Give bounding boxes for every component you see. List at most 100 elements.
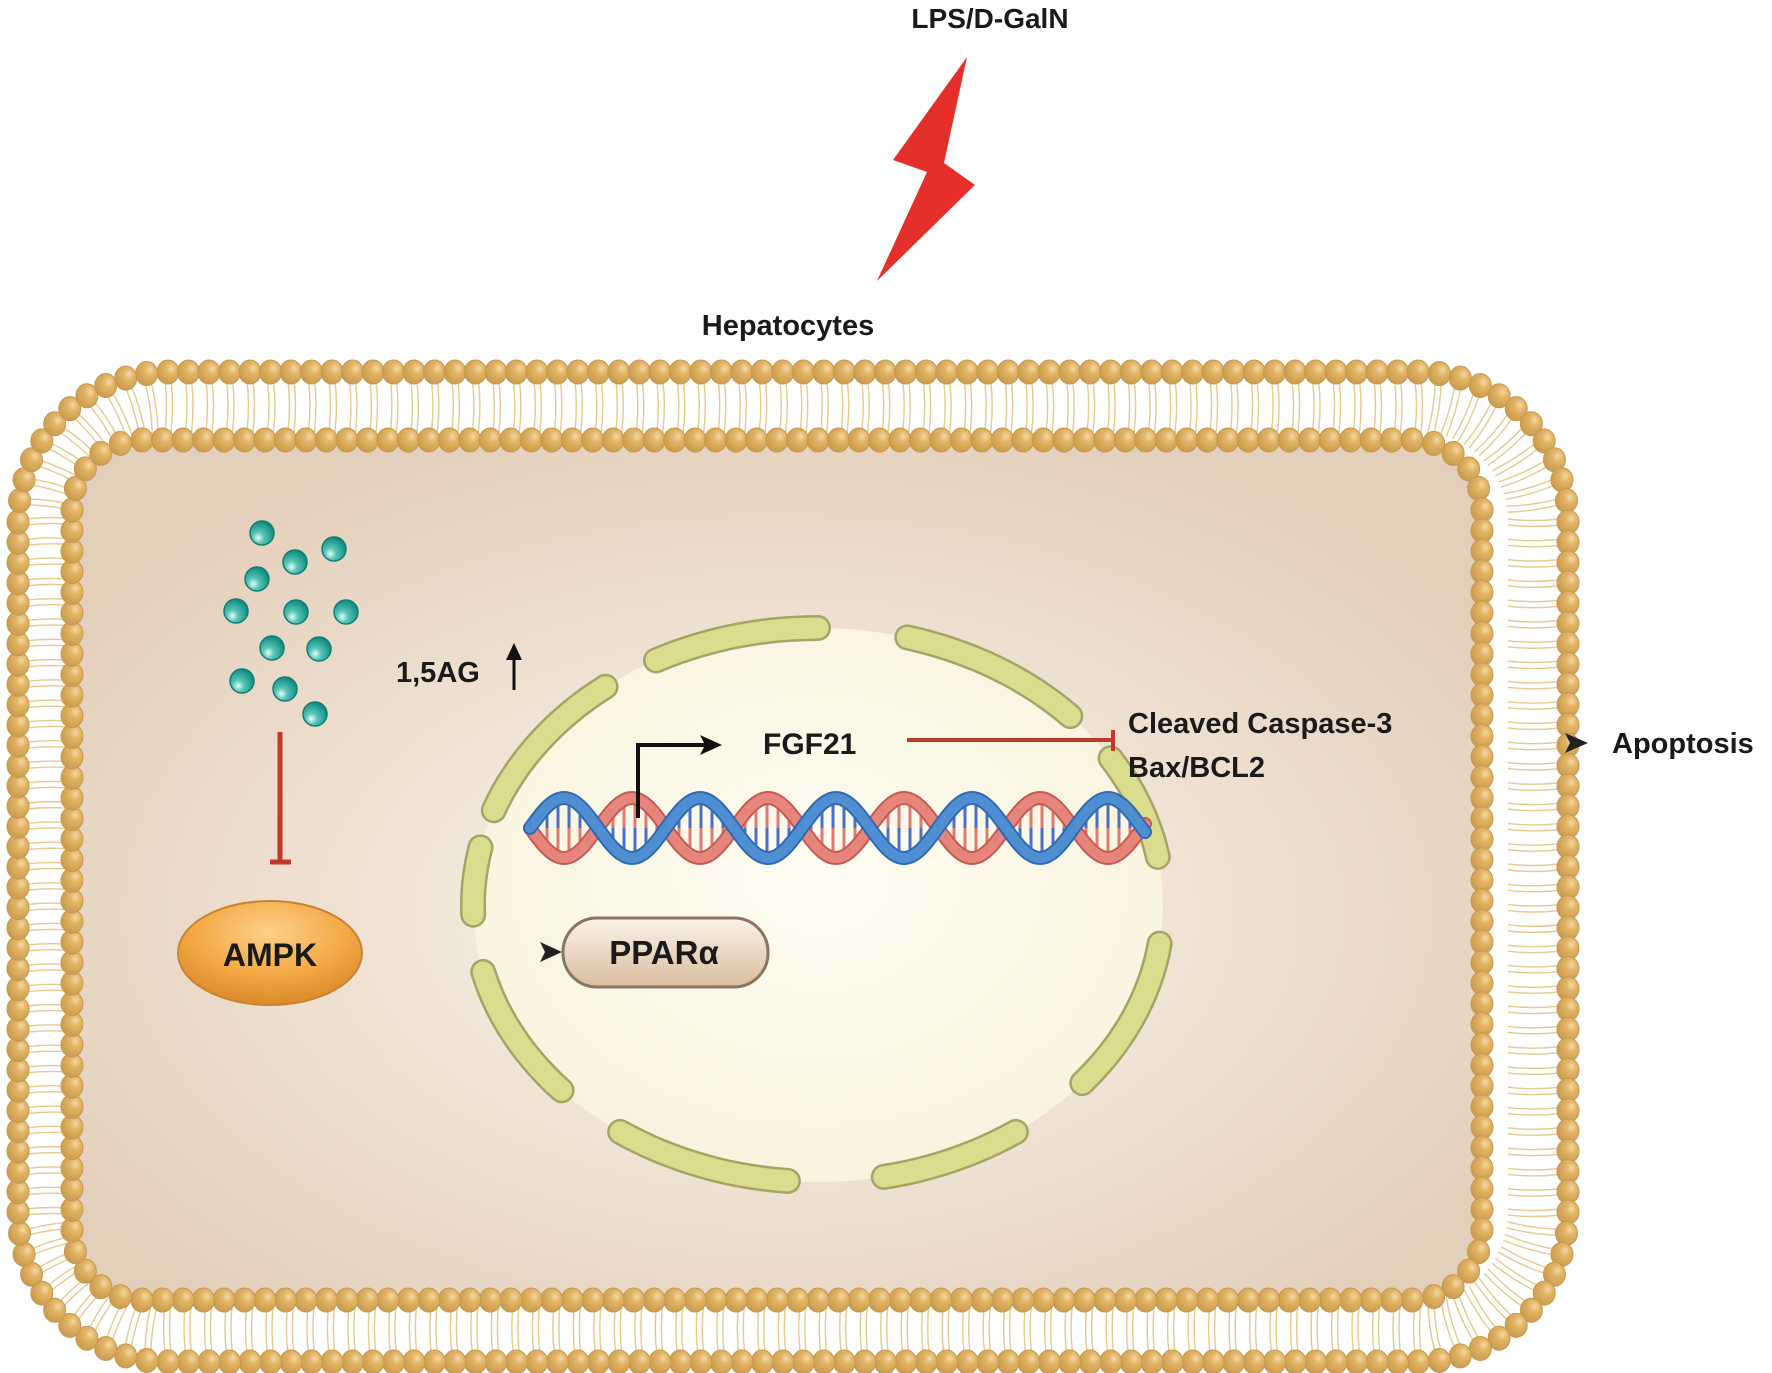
lipid-molecule [30,428,95,477]
lipid-molecule [976,1301,1000,1373]
lipid-head [1134,1287,1158,1313]
lipid-molecule [156,359,180,433]
lipid-molecule [299,359,323,433]
lipid-molecule [648,359,672,433]
lipid-head [1339,1287,1363,1313]
lipid-molecule [1201,359,1225,433]
caspase-label[interactable]: Cleaved Caspase-3 [1128,708,1392,740]
lipid-molecule [955,1301,979,1373]
lipid-molecule [1406,359,1430,433]
lipid-molecule [361,359,385,433]
lipid-molecule [1507,1138,1580,1164]
lipid-head [949,427,973,453]
ampk-node[interactable]: AMPK [177,900,363,1006]
lipid-molecule [258,1301,282,1373]
lipid-molecule [1507,955,1580,981]
lipid-molecule [1058,1301,1082,1373]
fgf21-label[interactable]: FGF21 [763,728,856,761]
nuclear-envelope-segment-fill [483,676,617,821]
lightning-bolt-icon [877,57,975,281]
ampk-label: AMPK [223,937,317,973]
lipid-head [1113,1287,1137,1313]
lipid-head [150,427,174,453]
lipid-molecule [1324,1301,1348,1373]
lipid-head [396,427,420,453]
lipid-molecule [1037,1301,1061,1373]
lipid-head [253,427,277,453]
lipid-head [1134,427,1158,453]
lipid-head [1359,427,1383,453]
lipid-molecule [1406,1301,1430,1373]
lipid-molecule [238,1301,262,1373]
bax-bcl2-label[interactable]: Bax/BCL2 [1128,752,1265,784]
lipid-head [1318,1287,1342,1313]
lipid-head [273,1287,297,1313]
lipid-molecule [750,359,774,433]
lipid-molecule [627,1301,651,1373]
lipid-molecule [545,359,569,433]
lipid-molecule [1474,1277,1528,1338]
lipid-molecule [566,359,590,433]
molecule-sphere [249,520,275,546]
lipid-head [826,427,850,453]
lipid-head [683,427,707,453]
lipid-molecule [1498,1246,1566,1287]
nuclear-envelope-segment-fill [645,617,829,671]
lipid-molecule [1365,1301,1389,1373]
ppara-node[interactable]: PPARα [561,916,770,989]
lipid-head [908,427,932,453]
lipid-molecule [1345,1301,1369,1373]
lipid-molecule [586,359,610,433]
lipid-head [108,1284,132,1310]
lipid-molecule [566,1301,590,1373]
apoptosis-label[interactable]: Apoptosis [1612,728,1754,760]
lipid-molecule [832,359,856,433]
lipid-head [1195,427,1219,453]
lipid-head [1400,1287,1424,1313]
lipid-molecule [1263,1301,1287,1373]
lipid-molecule [1181,359,1205,433]
lipid-head [785,1287,809,1313]
lipid-head [785,427,809,453]
molecule-sphere [333,599,359,625]
lipid-molecule [279,359,303,433]
lipid-molecule [1427,361,1451,434]
lipid-head [888,1287,912,1313]
lipid-molecule [1345,359,1369,433]
inner-lipid-layer [60,427,1494,1313]
lipid-head [89,1274,113,1300]
lipid-molecule [156,1301,180,1373]
lipid-head [191,1287,215,1313]
lipid-head [1175,427,1199,453]
lipid-head [294,1287,318,1313]
lipid-molecule [1491,428,1556,477]
lipid-molecule [1099,1301,1123,1373]
molecule-sphere [223,598,249,624]
lipid-molecule [771,1301,795,1373]
lipid-molecule [832,1301,856,1373]
lipid-head [826,1287,850,1313]
lipid-molecule [1140,1301,1164,1373]
lipid-head [335,427,359,453]
lipid-head [970,427,994,453]
lipid-head [724,1287,748,1313]
lipid-molecule [730,1301,754,1373]
lipid-molecule [1263,359,1287,433]
lipid-head [683,1287,707,1313]
lipid-head [642,427,666,453]
lipid-molecule [1483,1268,1543,1323]
lipid-head [601,1287,625,1313]
lipid-head [437,1287,461,1313]
lipid-molecule [709,1301,733,1373]
lipid-head [1441,1274,1465,1300]
lipid-head [1175,1287,1199,1313]
lipid-molecule [525,1301,549,1373]
lipid-molecule [484,1301,508,1373]
lipid-head [519,1287,543,1313]
lipid-head [867,1287,891,1313]
lipid-molecule [1507,813,1580,839]
lipid-molecule [627,359,651,433]
lipid-head [1257,1287,1281,1313]
lipid-molecule [1507,753,1580,779]
lipid-head [458,427,482,453]
